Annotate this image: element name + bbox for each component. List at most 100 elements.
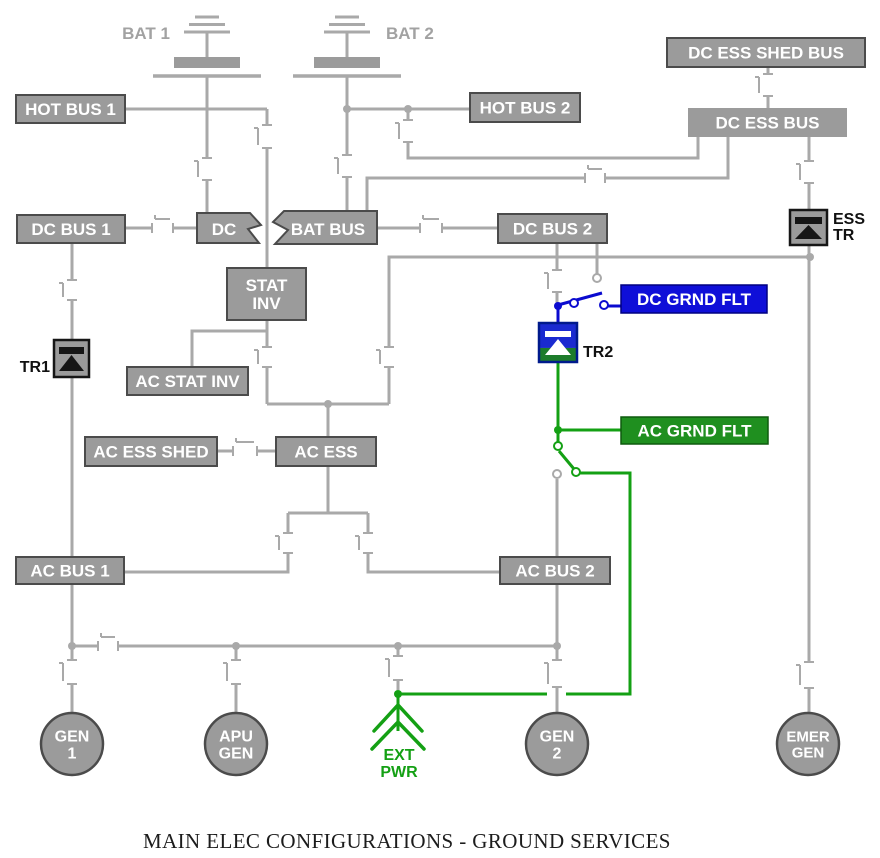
diagram-caption: MAIN ELEC CONFIGURATIONS - GROUND SERVIC… xyxy=(143,829,671,853)
gray-wire xyxy=(387,255,810,347)
box-label: 2 xyxy=(553,745,562,762)
dc-ess-bus-rect xyxy=(688,108,847,137)
box-label: HOT BUS 1 xyxy=(25,100,116,119)
box-label: APU xyxy=(219,728,253,745)
open-contact xyxy=(599,300,609,310)
bat-1-label: BAT 1 xyxy=(122,24,170,43)
box-label: AC ESS SHED xyxy=(93,443,208,462)
ac-ess-rect xyxy=(275,436,377,467)
breaker-symbol xyxy=(254,124,272,149)
dc-bus-2-box: DC BUS 2 xyxy=(497,213,608,244)
box-label: GEN xyxy=(55,728,90,745)
box-label: HOT BUS 2 xyxy=(480,99,571,118)
box-label: DC BUS 1 xyxy=(31,220,110,239)
junction-dot xyxy=(68,642,76,650)
box-label: AC ESS xyxy=(294,443,357,462)
ac-stat-inv-rect xyxy=(126,366,249,396)
box-label: GEN xyxy=(792,744,825,761)
ess-tr-triangle xyxy=(795,225,822,239)
box-label: INV xyxy=(252,294,281,313)
dc-grnd-flt-rect xyxy=(620,284,768,314)
breaker-symbol xyxy=(544,269,562,293)
box-label: GEN xyxy=(540,728,575,745)
breaker-symbol xyxy=(275,532,293,554)
box-label: STAT xyxy=(246,276,288,295)
breaker-symbol xyxy=(755,73,773,97)
tr1-label: TR1 xyxy=(20,359,50,376)
open-contact xyxy=(552,469,562,479)
ac-grnd-flt-rect xyxy=(620,416,769,445)
ext-pwr-chevron xyxy=(370,719,426,751)
dc-bus-2-rect xyxy=(497,213,608,244)
gray-wire xyxy=(124,553,290,574)
breaker-symbol xyxy=(223,659,241,685)
tr1-triangle xyxy=(59,355,84,371)
gray-wire xyxy=(406,137,700,160)
battery-plate-thick xyxy=(314,57,380,68)
junction-dot xyxy=(232,642,240,650)
gray-wire xyxy=(365,176,585,211)
dc-grnd-flt-box: DC GRND FLT xyxy=(620,284,768,314)
breaker-symbol xyxy=(544,659,562,688)
breaker-symbol xyxy=(334,154,352,178)
gray-wire xyxy=(366,553,500,574)
box-label: AC STAT INV xyxy=(135,372,240,391)
breaker-symbol xyxy=(355,532,373,554)
dc-bus-1-box: DC BUS 1 xyxy=(16,214,126,244)
battery-plate-thick xyxy=(174,57,240,68)
dc-ess-bus-box: DC ESS BUS xyxy=(688,108,847,137)
ac-bus-1-rect xyxy=(15,556,125,585)
tr2-label: TR2 xyxy=(583,344,613,361)
tr2-bar xyxy=(545,331,571,337)
hot-bus-2-rect xyxy=(469,92,581,123)
ac-grnd-flt-box: AC GRND FLT xyxy=(620,416,769,445)
box-label: DC GRND FLT xyxy=(637,290,752,309)
breaker-symbol xyxy=(194,157,212,181)
box-label: AC BUS 1 xyxy=(30,562,109,581)
apu-gen-circle xyxy=(203,711,269,777)
dc-bus-1-rect xyxy=(16,214,126,244)
breaker-symbol xyxy=(385,655,403,681)
tr1-symbol: TR1 xyxy=(20,338,91,379)
box-label: DC ESS BUS xyxy=(716,114,820,133)
junction-dot xyxy=(324,400,332,408)
breaker-symbol xyxy=(97,633,119,651)
ext-pwr-chevron xyxy=(372,702,424,733)
open-contact xyxy=(571,467,581,477)
breaker-symbol xyxy=(419,215,443,233)
ess-tr-bar xyxy=(795,217,822,224)
ac-bus-2-rect xyxy=(499,556,611,585)
bat-bus-flag: BAT BUS xyxy=(271,210,378,245)
hot-bus-1-rect xyxy=(15,94,126,124)
breaker-symbol xyxy=(151,215,174,233)
breaker-symbol xyxy=(59,279,77,301)
open-contact xyxy=(553,441,563,451)
ac-stat-inv-box: AC STAT INV xyxy=(126,366,249,396)
gray-wire xyxy=(605,137,730,180)
ess-tr-label: ESS xyxy=(833,211,865,228)
tr1-bar xyxy=(59,347,84,354)
bat-2-label: BAT 2 xyxy=(386,24,434,43)
junction-dot xyxy=(404,105,412,113)
box-label: GEN xyxy=(219,745,254,762)
ext-pwr-label: PWR xyxy=(380,764,418,781)
dc-feeder-flag: DC xyxy=(196,212,263,244)
breaker-symbol xyxy=(395,119,413,143)
blue-wire xyxy=(557,291,603,307)
tr2-border xyxy=(537,321,579,364)
stat-inv-rect xyxy=(226,267,307,321)
bat-bus-shape xyxy=(271,210,378,245)
ac-ess-shed-box: AC ESS SHED xyxy=(84,436,218,467)
hot-bus-1-box: HOT BUS 1 xyxy=(15,94,126,124)
breaker-symbol xyxy=(796,661,814,689)
box-label: BAT BUS xyxy=(291,220,365,239)
gen-2-circle xyxy=(524,711,590,777)
gen-1-circle xyxy=(39,711,105,777)
breaker-symbol xyxy=(796,160,814,184)
